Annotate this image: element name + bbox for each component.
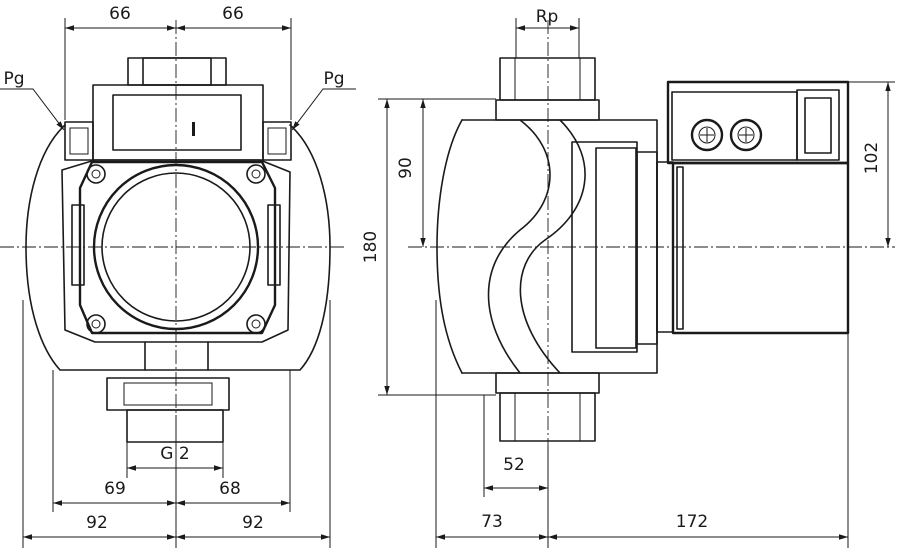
- bolt-icon: [86, 164, 266, 334]
- dim-side-height-total: 180: [361, 231, 381, 263]
- front-view: 66 66 Pg Pg G 2 69 68 92 92: [0, 4, 356, 548]
- dim-side-motor-length: 172: [676, 512, 708, 532]
- dim-side-left-depth: 73: [481, 512, 503, 532]
- dim-side-terminal-height: 102: [862, 142, 882, 174]
- cable-gland-icon: [690, 118, 763, 152]
- label-port-right: Pg: [323, 69, 344, 89]
- side-view: Rp 180 90 102 52 73 172: [361, 7, 895, 548]
- dim-front-width-left: 92: [86, 513, 108, 533]
- dim-front-half-left: 69: [104, 479, 126, 499]
- label-thread-bottom: G 2: [160, 444, 189, 464]
- dim-side-height-half: 90: [396, 157, 416, 179]
- dim-front-width-right: 92: [242, 513, 264, 533]
- dim-front-top-right: 66: [222, 4, 244, 24]
- label-port-left: Pg: [3, 69, 24, 89]
- dim-front-top-left: 66: [109, 4, 131, 24]
- dim-side-flange-depth: 52: [503, 455, 525, 475]
- dim-front-half-right: 68: [219, 479, 241, 499]
- label-side-thread-top: Rp: [536, 7, 559, 27]
